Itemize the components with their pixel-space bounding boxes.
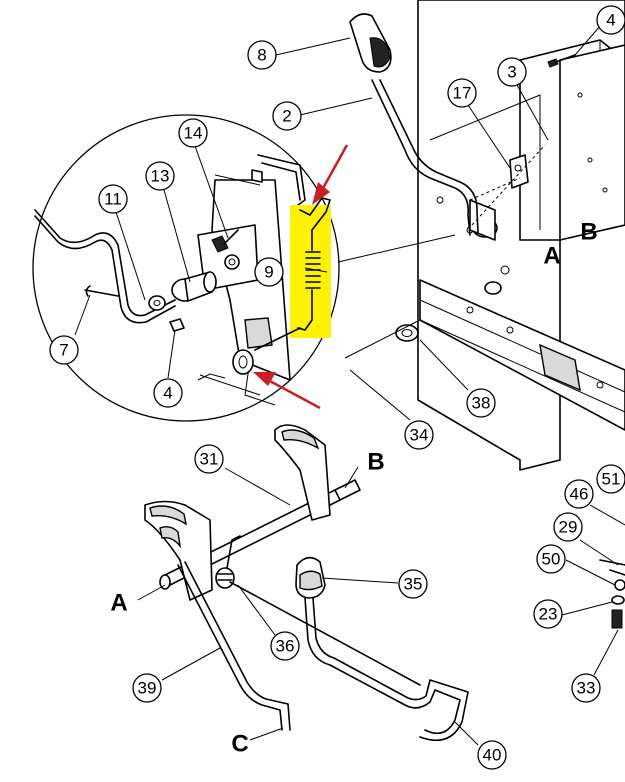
callout: 51 xyxy=(596,464,625,494)
svg-text:33: 33 xyxy=(577,679,596,698)
svg-text:8: 8 xyxy=(257,46,266,65)
callout: 29 xyxy=(553,512,583,542)
callout: 9 xyxy=(254,257,284,287)
callout: 31 xyxy=(194,444,224,474)
svg-text:23: 23 xyxy=(539,605,558,624)
callout: 38 xyxy=(466,388,496,418)
svg-text:13: 13 xyxy=(151,167,170,186)
callout: 33 xyxy=(571,673,601,703)
section-label: A xyxy=(110,590,127,617)
callout: 39 xyxy=(132,673,162,703)
callout: 17 xyxy=(447,78,477,108)
callout: 35 xyxy=(398,569,428,599)
callout: 4 xyxy=(596,5,625,35)
svg-text:3: 3 xyxy=(507,63,516,82)
svg-text:35: 35 xyxy=(404,575,423,594)
callout: 14 xyxy=(178,118,208,148)
svg-text:7: 7 xyxy=(59,341,68,360)
highlight-arrows xyxy=(253,144,349,410)
callout: 46 xyxy=(564,479,594,509)
svg-text:46: 46 xyxy=(570,485,589,504)
svg-text:14: 14 xyxy=(184,124,203,143)
section-label: C xyxy=(231,731,248,758)
svg-text:9: 9 xyxy=(264,263,273,282)
callout: 7 xyxy=(49,335,79,365)
section-label: B xyxy=(367,449,384,476)
section-label: A xyxy=(543,243,560,270)
callout: 2 xyxy=(272,101,302,131)
callout: 11 xyxy=(98,184,128,214)
svg-text:4: 4 xyxy=(163,384,172,403)
svg-text:31: 31 xyxy=(200,450,219,469)
section-label: B xyxy=(580,219,597,246)
callout: 34 xyxy=(404,420,434,450)
svg-text:2: 2 xyxy=(282,107,291,126)
svg-text:51: 51 xyxy=(602,470,621,489)
leader-lines xyxy=(74,24,625,746)
svg-text:39: 39 xyxy=(138,679,157,698)
svg-text:40: 40 xyxy=(483,746,502,765)
shift-rod xyxy=(349,13,479,236)
small-parts xyxy=(599,559,625,629)
callout: 36 xyxy=(270,631,300,661)
callout: 3 xyxy=(497,57,527,87)
callout: 50 xyxy=(536,544,566,574)
callout: 8 xyxy=(247,40,277,70)
detail-view xyxy=(32,114,456,422)
callout: 13 xyxy=(145,161,175,191)
svg-text:36: 36 xyxy=(276,637,295,656)
pedal-assembly xyxy=(144,424,469,741)
chassis-frame xyxy=(395,0,625,471)
svg-text:11: 11 xyxy=(104,190,122,209)
svg-text:38: 38 xyxy=(472,394,491,413)
callout: 4 xyxy=(153,378,183,408)
svg-text:29: 29 xyxy=(559,518,578,537)
callout: 23 xyxy=(533,599,563,629)
svg-text:50: 50 xyxy=(542,550,561,569)
callout: 40 xyxy=(477,740,507,770)
svg-text:34: 34 xyxy=(410,426,429,445)
svg-text:17: 17 xyxy=(453,84,472,103)
svg-text:4: 4 xyxy=(606,11,615,30)
